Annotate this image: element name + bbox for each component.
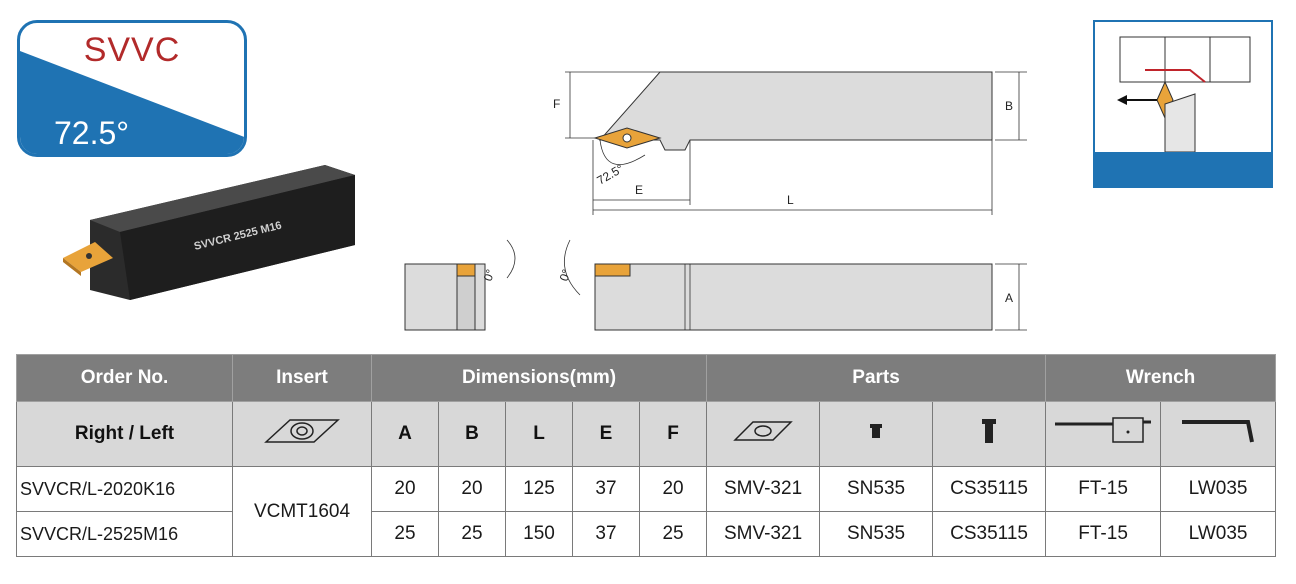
value-wrench1: FT-15 — [1045, 511, 1162, 557]
table-row: SVVCR/L-2525M16 25 25 150 37 25 SMV-321 … — [16, 511, 1277, 557]
order-number: SVVCR/L-2525M16 — [16, 511, 233, 557]
value-f: 20 — [638, 466, 708, 512]
table-row: SVVCR/L-2020K16 VCMT1604 20 20 125 37 20… — [16, 466, 1277, 557]
value-a: 20 — [371, 466, 439, 512]
value-f: 25 — [638, 511, 708, 557]
dim-label-l: L — [787, 193, 794, 207]
header-dimensions: Dimensions(mm) — [370, 354, 708, 402]
value-clamp-screw: CS35115 — [932, 466, 1047, 512]
clamp-screw-icon — [932, 401, 1047, 467]
shim-pin-icon — [819, 401, 934, 467]
value-wrench1: FT-15 — [1045, 466, 1162, 512]
order-number: SVVCR/L-2020K16 — [16, 466, 233, 512]
insert-rhombus-icon — [232, 401, 372, 467]
dim-label-a: A — [1005, 291, 1013, 305]
header-dim-a: A — [371, 401, 439, 467]
value-l: 125 — [505, 466, 573, 512]
approach-angle-label: 72.5° — [595, 161, 627, 187]
value-b: 20 — [438, 466, 506, 512]
value-wrench2: LW035 — [1160, 511, 1277, 557]
front-angle-left: 0° — [481, 267, 498, 283]
header-dim-f: F — [638, 401, 708, 467]
value-shim-pin: SN535 — [819, 466, 934, 512]
front-angle-right: 0° — [557, 267, 574, 283]
value-screw: SMV-321 — [706, 511, 821, 557]
badge-blue-triangle — [20, 51, 244, 154]
dim-label-f: F — [553, 97, 560, 111]
geometry-badge: SVVC 72.5° — [17, 20, 247, 157]
toolholder-illustration: SVVCR 2525 M16 — [63, 165, 355, 300]
value-shim-pin: SN535 — [819, 511, 934, 557]
header-dim-l: L — [505, 401, 573, 467]
header-right-left: Right / Left — [16, 401, 233, 467]
value-a: 25 — [371, 511, 439, 557]
badge-angle: 72.5° — [54, 115, 130, 151]
hex-key-icon — [1160, 401, 1277, 467]
value-l: 150 — [505, 511, 573, 557]
value-screw: SMV-321 — [706, 466, 821, 512]
header-order-no: Order No. — [16, 354, 233, 402]
value-e: 37 — [572, 466, 640, 512]
header-parts: Parts — [706, 354, 1047, 402]
technical-drawing: F B 72.5° E L 0° 0° A — [404, 71, 1027, 331]
value-wrench2: LW035 — [1160, 466, 1277, 512]
header-insert: Insert — [232, 354, 372, 402]
torx-wrench-icon — [1045, 401, 1162, 467]
value-b: 25 — [438, 511, 506, 557]
value-e: 37 — [572, 511, 640, 557]
screw-icon — [706, 401, 821, 467]
header-dim-e: E — [572, 401, 640, 467]
value-clamp-screw: CS35115 — [932, 511, 1047, 557]
header-wrench: Wrench — [1045, 354, 1277, 402]
dim-label-b: B — [1005, 99, 1013, 113]
inset-blue-bar — [1095, 152, 1271, 186]
turning-diagram — [1117, 36, 1251, 153]
insert-code: VCMT1604 — [232, 466, 372, 557]
header-dim-b: B — [438, 401, 506, 467]
application-inset — [1093, 20, 1273, 188]
dim-label-e: E — [635, 183, 643, 197]
badge-title: SVVC — [83, 31, 181, 69]
spec-table: Order No. Insert Dimensions(mm) Parts Wr… — [16, 354, 1277, 557]
